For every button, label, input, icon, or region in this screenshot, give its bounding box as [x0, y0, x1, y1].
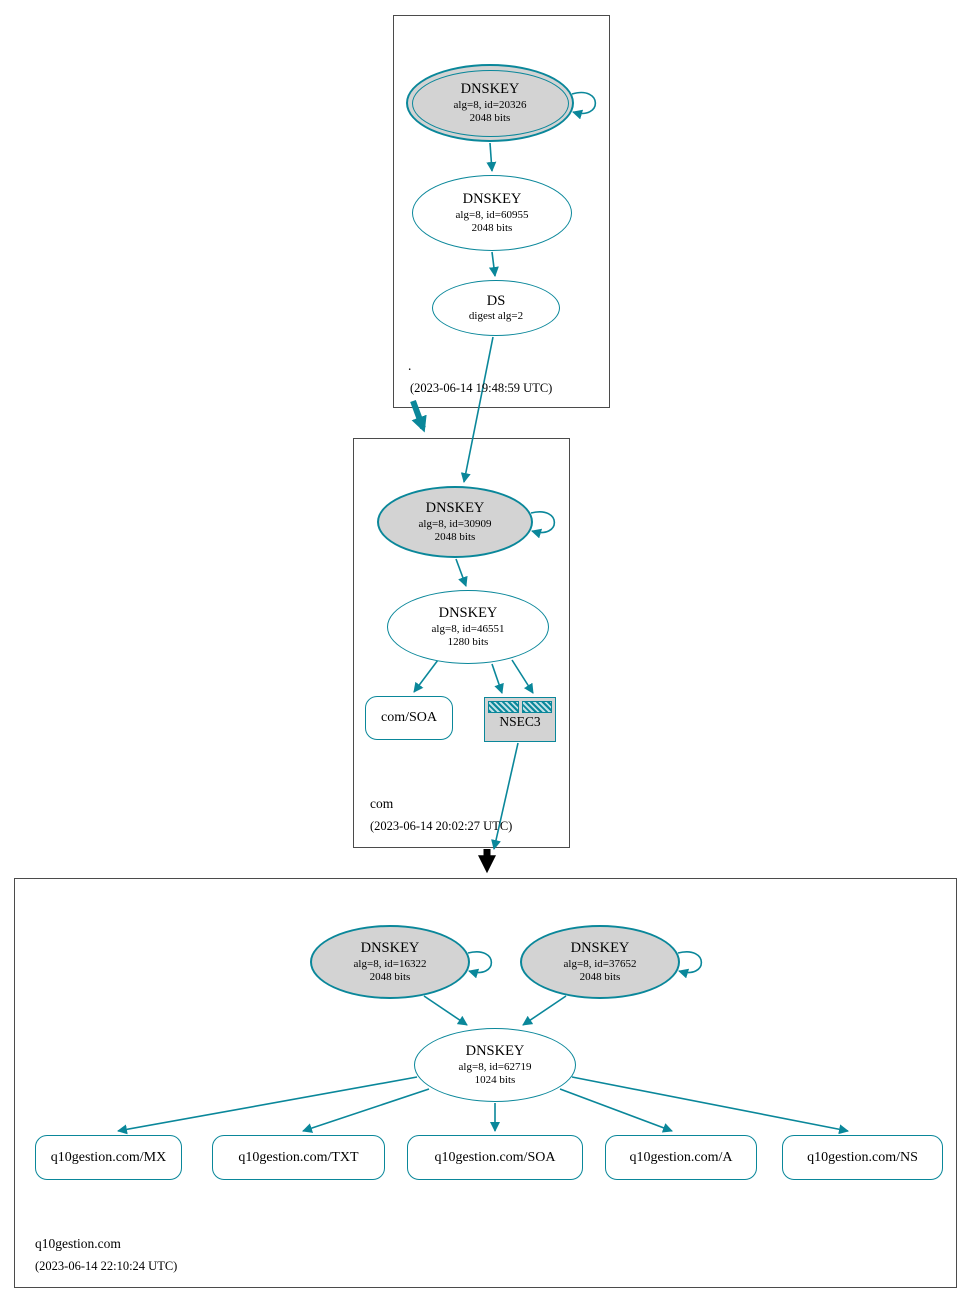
node-digest: digest alg=2	[468, 310, 524, 323]
node-alg-id: alg=8, id=30909	[418, 517, 492, 530]
root-zone-label: .	[408, 358, 412, 373]
zone-box-com	[353, 438, 570, 848]
rrset-label: q10gestion.com/SOA	[434, 1149, 556, 1165]
com-zone-timestamp: (2023-06-14 20:02:27 UTC)	[370, 819, 513, 833]
node-bits: 1280 bits	[447, 635, 489, 648]
node-bits: 1024 bits	[474, 1073, 516, 1086]
com-zsk-dnskey-node[interactable]: DNSKEY alg=8, id=46551 1280 bits	[387, 590, 549, 664]
rrset-label: q10gestion.com/NS	[807, 1149, 918, 1165]
node-title: DNSKEY	[360, 940, 420, 957]
node-bits: 2048 bits	[469, 111, 511, 124]
q10-zone-timestamp: (2023-06-14 22:10:24 UTC)	[35, 1259, 178, 1273]
q10-txt-rrset[interactable]: q10gestion.com/TXT	[212, 1135, 385, 1180]
nsec3-cell-icon	[521, 701, 552, 713]
root-ds-node[interactable]: DS digest alg=2	[432, 280, 560, 336]
q10-soa-rrset[interactable]: q10gestion.com/SOA	[407, 1135, 583, 1180]
node-alg-id: alg=8, id=62719	[458, 1060, 532, 1073]
zone-box-root	[393, 15, 610, 408]
node-bits: 2048 bits	[369, 970, 411, 983]
rrset-label: com/SOA	[381, 710, 437, 725]
com-nsec3-node[interactable]: NSEC3	[484, 697, 556, 742]
com-soa-rrset[interactable]: com/SOA	[365, 696, 453, 740]
root-ksk-dnskey-node[interactable]: DNSKEY alg=8, id=20326 2048 bits	[406, 64, 574, 142]
com-ksk-dnskey-node[interactable]: DNSKEY alg=8, id=30909 2048 bits	[377, 486, 533, 558]
root-zone-timestamp: (2023-06-14 19:48:59 UTC)	[410, 381, 553, 395]
nsec3-cell-icon	[488, 701, 519, 713]
node-title: DNSKEY	[438, 605, 498, 622]
q10-ksk1-dnskey-node[interactable]: DNSKEY alg=8, id=16322 2048 bits	[310, 925, 470, 999]
node-title: DNSKEY	[460, 81, 520, 98]
node-title: DNSKEY	[570, 940, 630, 957]
rrset-label: q10gestion.com/A	[629, 1149, 733, 1165]
zone-box-q10gestion	[14, 878, 957, 1288]
q10-mx-rrset[interactable]: q10gestion.com/MX	[35, 1135, 182, 1180]
q10-zone-label: q10gestion.com	[35, 1236, 121, 1251]
node-title: DNSKEY	[462, 191, 522, 208]
node-bits: 2048 bits	[579, 970, 621, 983]
root-zsk-dnskey-node[interactable]: DNSKEY alg=8, id=60955 2048 bits	[412, 175, 572, 251]
q10-ksk2-dnskey-node[interactable]: DNSKEY alg=8, id=37652 2048 bits	[520, 925, 680, 999]
node-alg-id: alg=8, id=16322	[353, 957, 427, 970]
nsec3-label: NSEC3	[499, 714, 541, 729]
ksk-double-ring	[411, 69, 569, 137]
node-title: DS	[486, 292, 506, 309]
com-zone-label: com	[370, 796, 394, 811]
node-title: DNSKEY	[425, 500, 485, 517]
rrset-label: q10gestion.com/MX	[50, 1149, 167, 1165]
node-title: DNSKEY	[465, 1043, 525, 1060]
node-alg-id: alg=8, id=20326	[453, 98, 527, 111]
rrset-label: q10gestion.com/TXT	[238, 1149, 359, 1165]
node-alg-id: alg=8, id=46551	[431, 622, 505, 635]
q10-ns-rrset[interactable]: q10gestion.com/NS	[782, 1135, 943, 1180]
node-bits: 2048 bits	[434, 530, 476, 543]
q10-zsk-dnskey-node[interactable]: DNSKEY alg=8, id=62719 1024 bits	[414, 1028, 576, 1102]
node-alg-id: alg=8, id=60955	[455, 208, 529, 221]
node-alg-id: alg=8, id=37652	[563, 957, 637, 970]
nsec3-cells	[488, 701, 552, 713]
node-bits: 2048 bits	[471, 221, 513, 234]
q10-a-rrset[interactable]: q10gestion.com/A	[605, 1135, 757, 1180]
